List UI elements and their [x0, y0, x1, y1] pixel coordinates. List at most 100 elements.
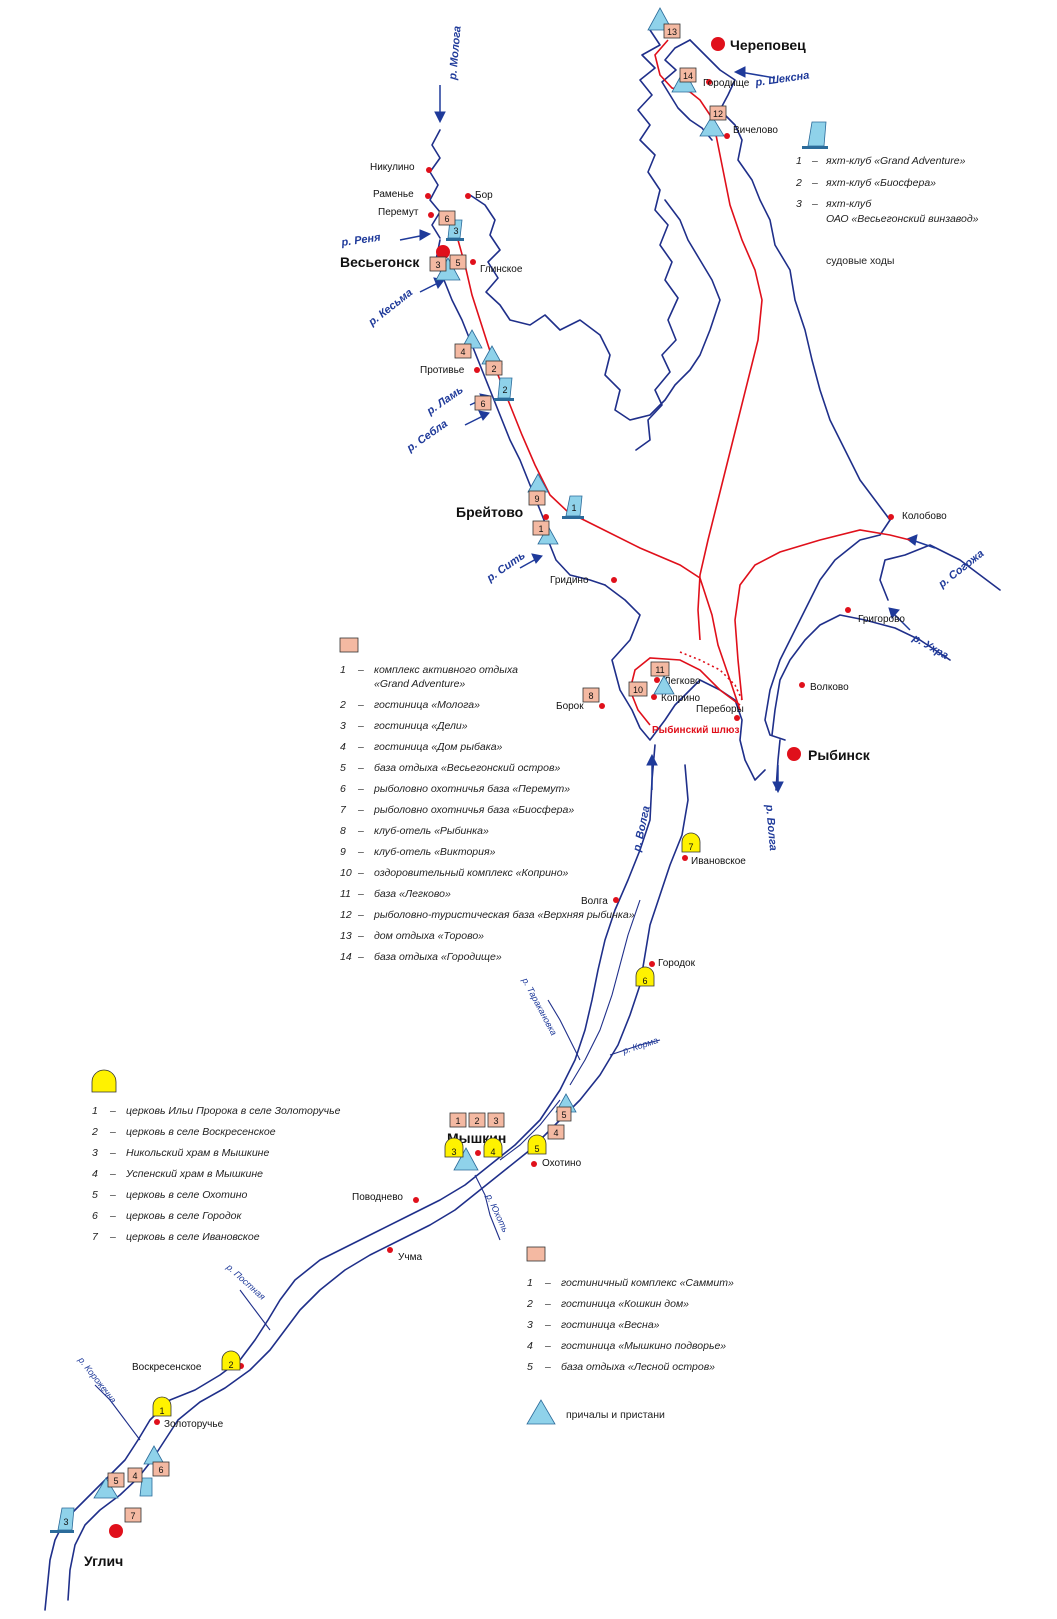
label-river-volga-north: р. Волга [631, 805, 653, 854]
label-povodnevo: Поводнево [352, 1192, 403, 1203]
svg-text:9: 9 [534, 494, 539, 504]
legend-item-text: база отдыха «Лесной остров» [561, 1361, 715, 1373]
dot-legkovo [654, 677, 660, 683]
river-arrows [399, 66, 936, 794]
legend-item-number: 3 [527, 1319, 533, 1331]
vesyegonsk-shore-east [469, 194, 721, 421]
label-gorodishche: Городище [703, 78, 750, 89]
hotel-marker-m5: 5 [556, 1106, 572, 1122]
hotel-marker-10: 10 [628, 681, 648, 697]
legend-item-text: гостиница «Дели» [374, 720, 468, 732]
piers [93, 7, 725, 1499]
legend-item-text: гостиница «Молога» [374, 699, 480, 711]
route-breitovo-to-rybinsk [567, 511, 741, 711]
route-loop-koprino [629, 657, 741, 726]
label-river-sogozha: р. Согожа [936, 548, 987, 591]
dot-povodnevo [413, 1197, 419, 1203]
arrowhead-sit [531, 553, 543, 564]
hotel-legend-icon [339, 637, 359, 653]
sheksna-left-bank [661, 39, 713, 141]
legend-item-text: гостиница «Весна» [561, 1319, 660, 1331]
legend-item-text: церковь в селе Городок [126, 1210, 243, 1222]
hotel-marker-m1: 1 [449, 1112, 467, 1128]
legend-yacht-1-num: 1 [796, 155, 802, 167]
hotel-marker-7: 7 [124, 1507, 142, 1523]
legend-item-number: 3 [340, 720, 346, 732]
legend-item-number: 8 [340, 825, 346, 837]
church-icon-1: 1 [152, 1396, 172, 1417]
city-dot-uglich [109, 1524, 123, 1538]
hotel-marker-6: 6 [474, 395, 492, 411]
legend-item-number: 5 [340, 762, 346, 774]
legend-yacht-clubs: 1 – яхт-клуб «Grand Adventure» 2 – яхт-к… [795, 121, 979, 267]
label-river-mologa: р. Молога [447, 25, 464, 81]
svg-text:14: 14 [683, 71, 693, 81]
legend-item-number: 10 [340, 867, 352, 879]
legend-item-number: 9 [340, 846, 346, 858]
legend-item-dash: – [109, 1189, 116, 1201]
pier-icon [699, 115, 725, 137]
svg-text:8: 8 [588, 691, 593, 701]
legend-item-dash: – [357, 664, 364, 676]
dot-volkovo [799, 682, 805, 688]
legend-item-text: гостиничный комплекс «Саммит» [561, 1277, 734, 1289]
route-kolobovo [734, 529, 911, 701]
dot-perebory [734, 715, 740, 721]
label-perebory: Переборы [696, 703, 744, 715]
legend-item-dash: – [544, 1298, 551, 1310]
label-rybinsk: Рыбинск [808, 747, 871, 763]
vesyegonsk-shore-west [435, 239, 606, 586]
hotel-marker-11: 11 [650, 661, 670, 677]
hotel-marker-u4: 4 [127, 1467, 143, 1483]
legend-item-number: 4 [340, 741, 346, 753]
legend-item-text: гостиница «Дом рыбака» [374, 741, 503, 753]
tarakanovka-river [547, 999, 581, 1061]
hotel-marker-4: 4 [454, 343, 472, 359]
svg-text:5: 5 [113, 1476, 118, 1486]
reservoir-east-shore [764, 519, 891, 741]
legend-item-text: клуб-отель «Рыбинка» [374, 825, 489, 837]
dot-glinskoe [470, 259, 476, 265]
yacht-club-2-mid: 2 [494, 377, 514, 401]
svg-text:1: 1 [159, 1406, 164, 1416]
hotel-marker-13: 13 [663, 23, 681, 39]
dot-nikulino [426, 167, 432, 173]
dot-okhotino [531, 1161, 537, 1167]
label-legkovo: Легково [664, 676, 701, 687]
label-cherepovets: Череповец [730, 37, 806, 53]
legend-item-number: 14 [340, 951, 352, 963]
yacht-icon [807, 121, 827, 147]
legend-item-number: 5 [527, 1361, 533, 1373]
dot-vichelovo [724, 133, 730, 139]
dot-uchma [387, 1247, 393, 1253]
dot-bor [465, 193, 471, 199]
hotel-marker-12: 12 [709, 105, 727, 121]
dot-gorodishche [706, 79, 712, 85]
legend-item-dash: – [109, 1126, 116, 1138]
legend-item-dash: – [544, 1277, 551, 1289]
svg-text:4: 4 [490, 1147, 495, 1157]
churches: 7 6 5 4 3 2 1 [152, 832, 701, 1417]
label-river-volga-south: р. Волга [763, 803, 779, 851]
volga-south-rybinsk [775, 739, 781, 791]
label-bor: Бор [475, 190, 493, 201]
mologa-river [429, 129, 441, 239]
legend-item-dash: – [357, 888, 364, 900]
label-river-lam: р. Ламь [424, 384, 466, 418]
yacht-clubs: 3 2 1 3 [50, 219, 584, 1533]
legend-item-number: 12 [340, 909, 352, 921]
legend-item-number: 7 [92, 1231, 99, 1243]
label-protivye: Противье [420, 365, 465, 376]
dot-ivanovskoe [682, 855, 688, 861]
arrow-sheksna [739, 71, 776, 79]
hotel-markers: 13 14 12 6 3 5 4 2 6 9 1 11 10 8 7 5 4 6… [107, 23, 727, 1523]
svg-text:1: 1 [455, 1116, 460, 1126]
legend-item-dash: – [109, 1231, 116, 1243]
label-river-sheksna: р. Шексна [754, 70, 810, 90]
svg-text:5: 5 [561, 1110, 566, 1120]
svg-text:5: 5 [455, 258, 460, 268]
legend-item-number: 7 [340, 804, 347, 816]
label-rybinsk-sluice: Рыбинский шлюз [652, 724, 739, 736]
svg-text:6: 6 [158, 1465, 163, 1475]
label-zolotoruchye: Золоторучье [164, 1419, 224, 1430]
